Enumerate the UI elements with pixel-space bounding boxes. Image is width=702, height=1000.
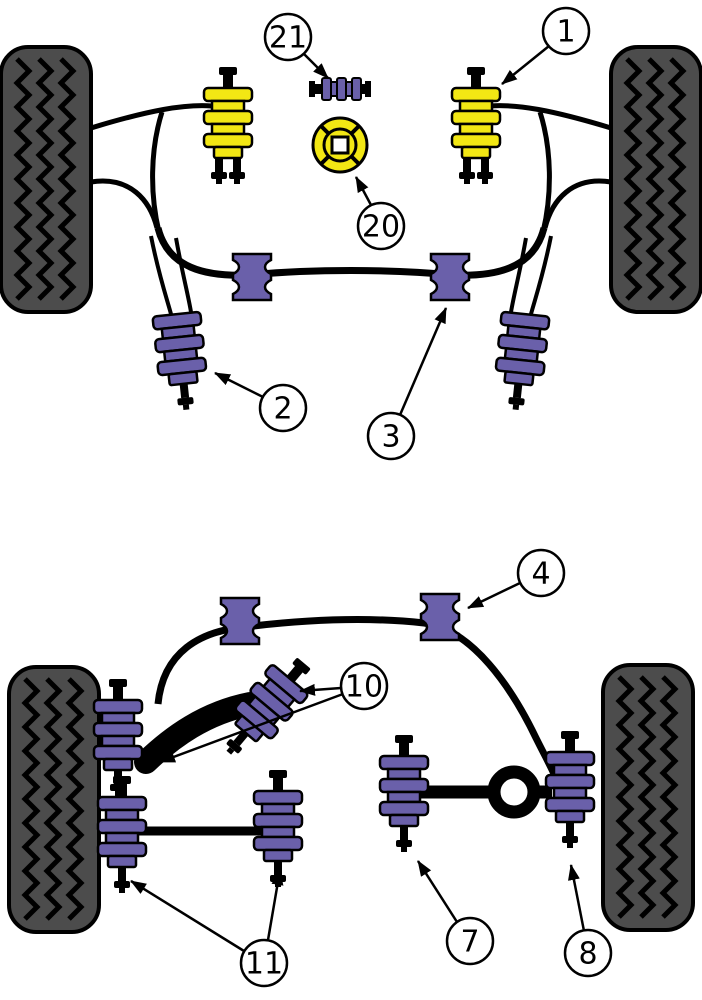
callout-8-arrow	[568, 864, 586, 932]
bushing-body	[92, 698, 144, 772]
rear-anti-roll-bar	[154, 616, 564, 790]
bolt-icon	[269, 770, 287, 792]
callout-3-arrow	[398, 307, 448, 416]
callout-1-label: 1	[556, 15, 575, 50]
stud-icon	[507, 382, 527, 411]
bushing-body	[96, 795, 148, 869]
front-anti-roll-bar	[154, 227, 548, 279]
callout-10: 10	[159, 661, 389, 764]
callout-7-label: 7	[460, 925, 479, 960]
callout-7: 7	[416, 860, 495, 966]
tire-front-left	[1, 47, 91, 312]
callout-20-label: 20	[362, 210, 400, 245]
engine-mount-bushing-left	[202, 67, 254, 184]
bolt-icon	[561, 731, 579, 753]
callout-2-label: 2	[273, 392, 292, 427]
callout-11-label: 11	[245, 947, 283, 982]
callout-1: 1	[501, 6, 591, 85]
link-bushing-item-8	[544, 731, 596, 848]
lower-link-bushing-right-item-11	[252, 770, 304, 887]
callout-7-arrow	[416, 860, 459, 923]
callout-4-arrow	[467, 581, 521, 610]
callout-8: 8	[563, 864, 613, 978]
stud-icon	[114, 867, 130, 893]
callout-1-circle	[541, 6, 591, 56]
callout-20: 20	[354, 176, 406, 251]
callout-4-label: 4	[531, 557, 550, 592]
stud-icon	[459, 158, 475, 184]
link-bushing-item-7	[378, 735, 430, 852]
rear-linework	[120, 616, 564, 836]
callout-11-circle	[239, 938, 289, 988]
callout-3: 3	[366, 307, 448, 461]
callout-11-arrow-a	[130, 879, 245, 953]
bushing-body	[544, 750, 596, 824]
stud-icon	[211, 158, 227, 184]
bolt-icon	[395, 735, 413, 757]
stud-icon	[562, 822, 578, 848]
round-mount-item-20	[311, 116, 369, 174]
callout-21-arrow	[303, 53, 329, 79]
callout-10-arrow-b	[159, 692, 344, 764]
engine-mount-bushing-right	[450, 67, 502, 184]
callout-1-arrow	[501, 45, 550, 85]
bushing-body	[252, 789, 304, 863]
callout-10-arrow-a	[299, 683, 342, 696]
callout-7-circle	[445, 916, 495, 966]
control-arm	[134, 692, 262, 774]
callout-11: 11	[130, 869, 289, 988]
callout-4: 4	[467, 548, 566, 610]
callout-2-arrow	[214, 371, 264, 399]
tie-bar-bushing-left	[151, 310, 209, 411]
callout-21-circle	[263, 12, 313, 62]
callout-11-arrow-b	[266, 869, 284, 941]
front-arb-bushing-right	[429, 252, 471, 302]
tire-rear-right	[603, 665, 693, 930]
callout-21: 21	[263, 12, 329, 79]
callout-3-label: 3	[381, 420, 400, 455]
bushing-body	[493, 310, 551, 388]
callout-10-circle	[339, 661, 389, 711]
tire-rear-left	[9, 667, 99, 932]
bolt-icon	[109, 679, 127, 701]
bushing-body	[151, 310, 209, 388]
callout-10-label: 10	[345, 670, 383, 705]
callout-20-circle	[356, 201, 406, 251]
yellow-mount-body	[450, 86, 502, 160]
callout-4-circle	[516, 548, 566, 598]
callout-8-circle	[563, 928, 613, 978]
callout-21-label: 21	[269, 21, 307, 56]
stud-icon	[175, 382, 195, 411]
tire-front-right	[611, 47, 701, 312]
callout-3-circle	[366, 411, 416, 461]
stud-icon	[396, 826, 412, 852]
callout-2: 2	[214, 371, 308, 433]
rear-arb-bushing-left	[219, 596, 261, 646]
tie-bar-bushing-right	[493, 310, 551, 411]
bushing-body	[378, 754, 430, 828]
callout-20-arrow	[354, 176, 373, 206]
bolt-icon	[219, 67, 237, 89]
front-subframe-linework	[90, 103, 612, 315]
callout-8-label: 8	[578, 937, 597, 972]
callout-2-circle	[258, 383, 308, 433]
front-arb-bushing-left	[231, 252, 273, 302]
lower-link-bushing-left-item-11	[96, 776, 148, 893]
bolt-icon	[467, 67, 485, 89]
rear-arb-bushing-right	[419, 592, 461, 642]
yellow-mount-body	[202, 86, 254, 160]
small-bushing-item-21	[308, 77, 372, 101]
front-suspension-section: 21 1 20 2 3	[1, 6, 701, 461]
rear-suspension-section: 4 10 11 7 8	[9, 548, 693, 988]
trailing-link-eye	[487, 765, 541, 819]
stud-icon	[229, 158, 245, 184]
stud-icon	[477, 158, 493, 184]
